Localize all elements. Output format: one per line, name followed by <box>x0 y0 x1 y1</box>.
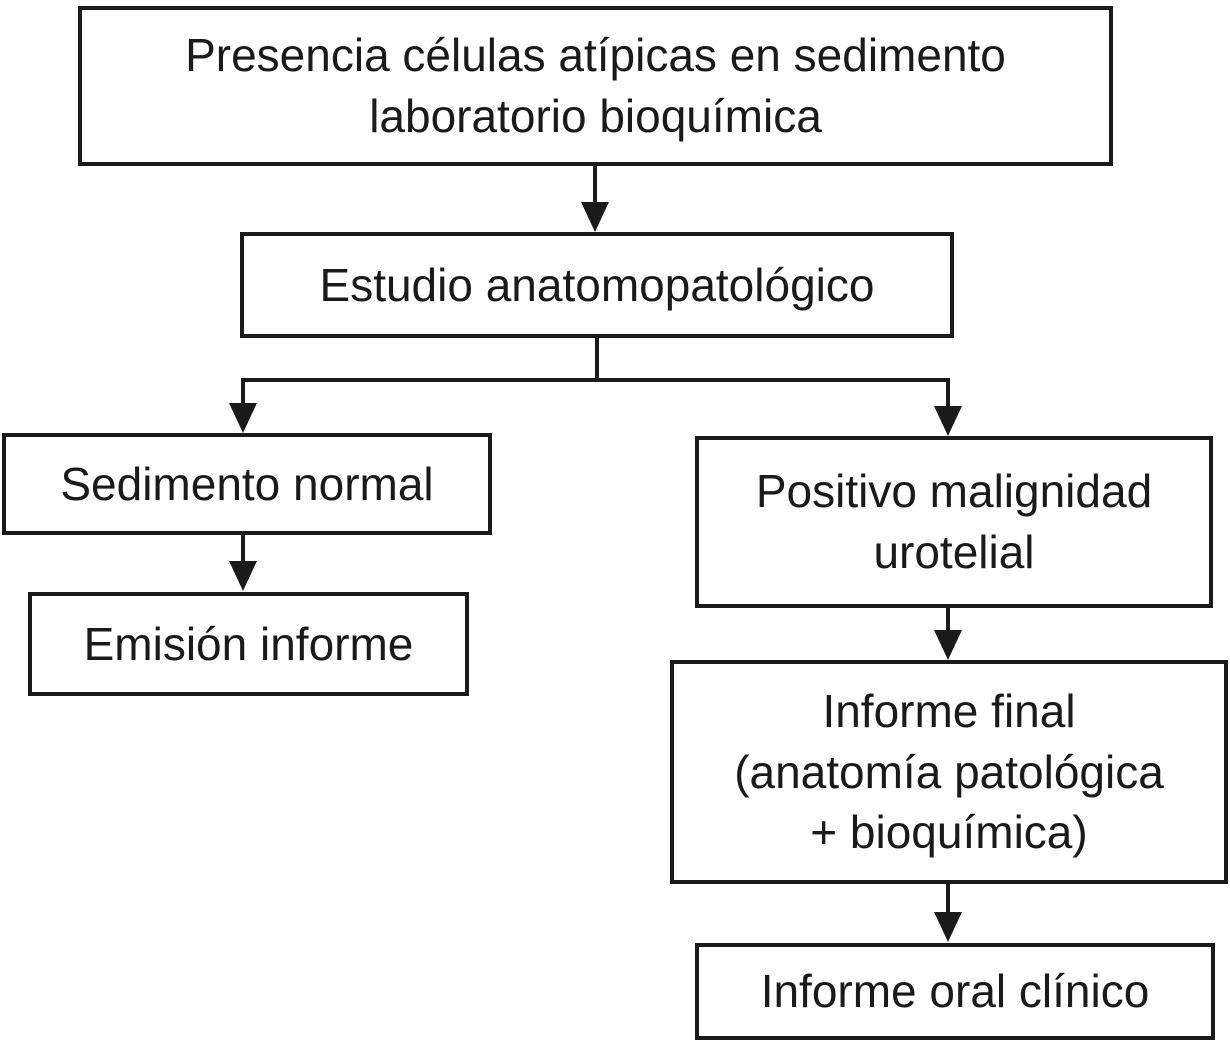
arrowhead-down-icon <box>229 403 257 433</box>
connector-positivo-to-informe-final <box>946 608 950 632</box>
node-emision-informe: Emisión informe <box>28 592 469 696</box>
node-sedimento-normal: Sedimento normal <box>2 433 492 535</box>
node-label-presencia: Presencia células atípicas en sedimento … <box>185 29 1006 142</box>
connector-branch-right-drop <box>946 378 950 408</box>
node-label-estudio: Estudio anatomopatológico <box>319 258 875 311</box>
arrowhead-down-icon <box>934 912 962 942</box>
node-label-informe-final: Informe final (anatomía patológica + bio… <box>734 684 1164 859</box>
connector-branch-left-drop <box>241 378 245 405</box>
node-informe-oral-clinico: Informe oral clínico <box>695 943 1215 1040</box>
connector-branch-horizontal <box>241 378 950 382</box>
node-estudio-anatomopatologico: Estudio anatomopatológico <box>240 232 954 338</box>
arrowhead-down-icon <box>581 202 609 232</box>
node-label-informe-oral: Informe oral clínico <box>760 965 1150 1018</box>
arrowhead-down-icon <box>229 561 257 591</box>
connector-informe-final-to-informe-oral <box>946 884 950 914</box>
node-label-sedimento: Sedimento normal <box>60 457 434 510</box>
node-label-emision: Emisión informe <box>83 617 414 670</box>
connector-sedimento-to-emision <box>241 535 245 563</box>
node-informe-final: Informe final (anatomía patológica + bio… <box>670 660 1228 884</box>
node-presencia-celulas-atipicas: Presencia células atípicas en sedimento … <box>78 6 1113 166</box>
arrowhead-down-icon <box>934 406 962 436</box>
connector-branch-stem <box>595 338 599 380</box>
node-positivo-malignidad-urotelial: Positivo malignidad urotelial <box>695 436 1213 608</box>
arrowhead-down-icon <box>934 630 962 660</box>
node-label-positivo: Positivo malignidad urotelial <box>755 465 1153 578</box>
connector-presencia-to-estudio <box>593 164 597 204</box>
